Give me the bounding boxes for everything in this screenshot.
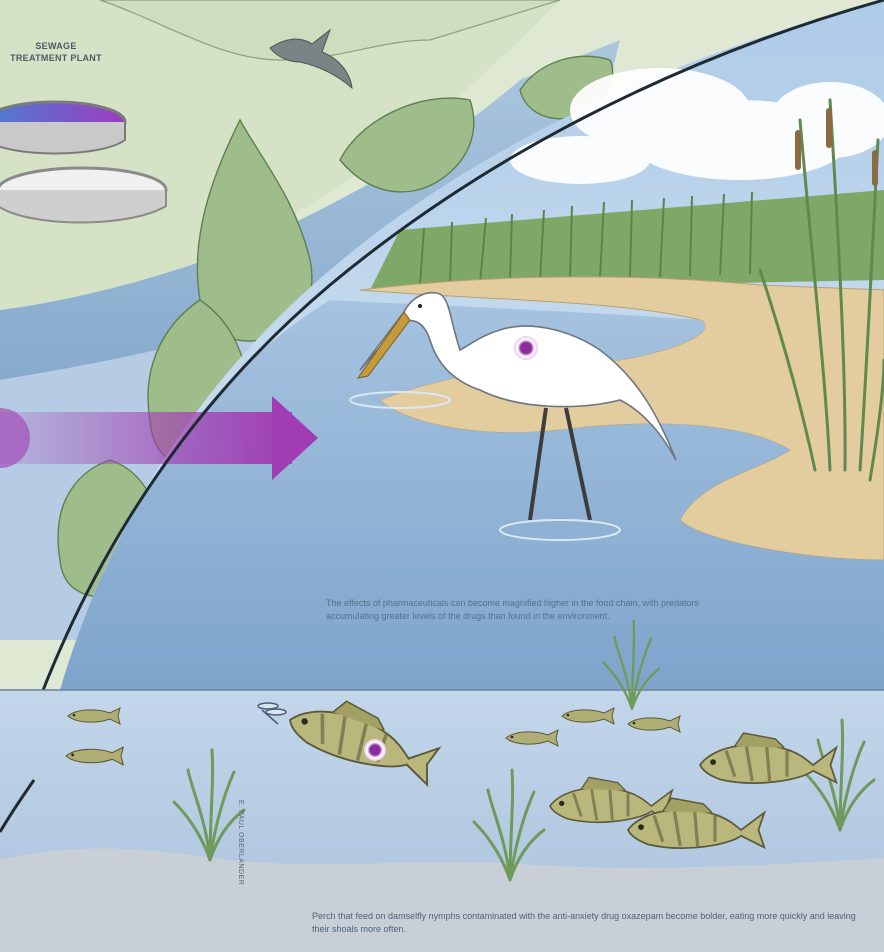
drug-dot-icon xyxy=(364,739,386,761)
heron-caption: The effects of pharmaceuticals can becom… xyxy=(326,597,716,623)
fish-caption: Perch that feed on damselfly nymphs cont… xyxy=(312,910,872,936)
artist-credit: E. PAUL OBERLANDER xyxy=(237,800,244,885)
plant-label: SEWAGE TREATMENT PLANT xyxy=(6,40,106,64)
drug-dot-icon xyxy=(514,336,538,360)
